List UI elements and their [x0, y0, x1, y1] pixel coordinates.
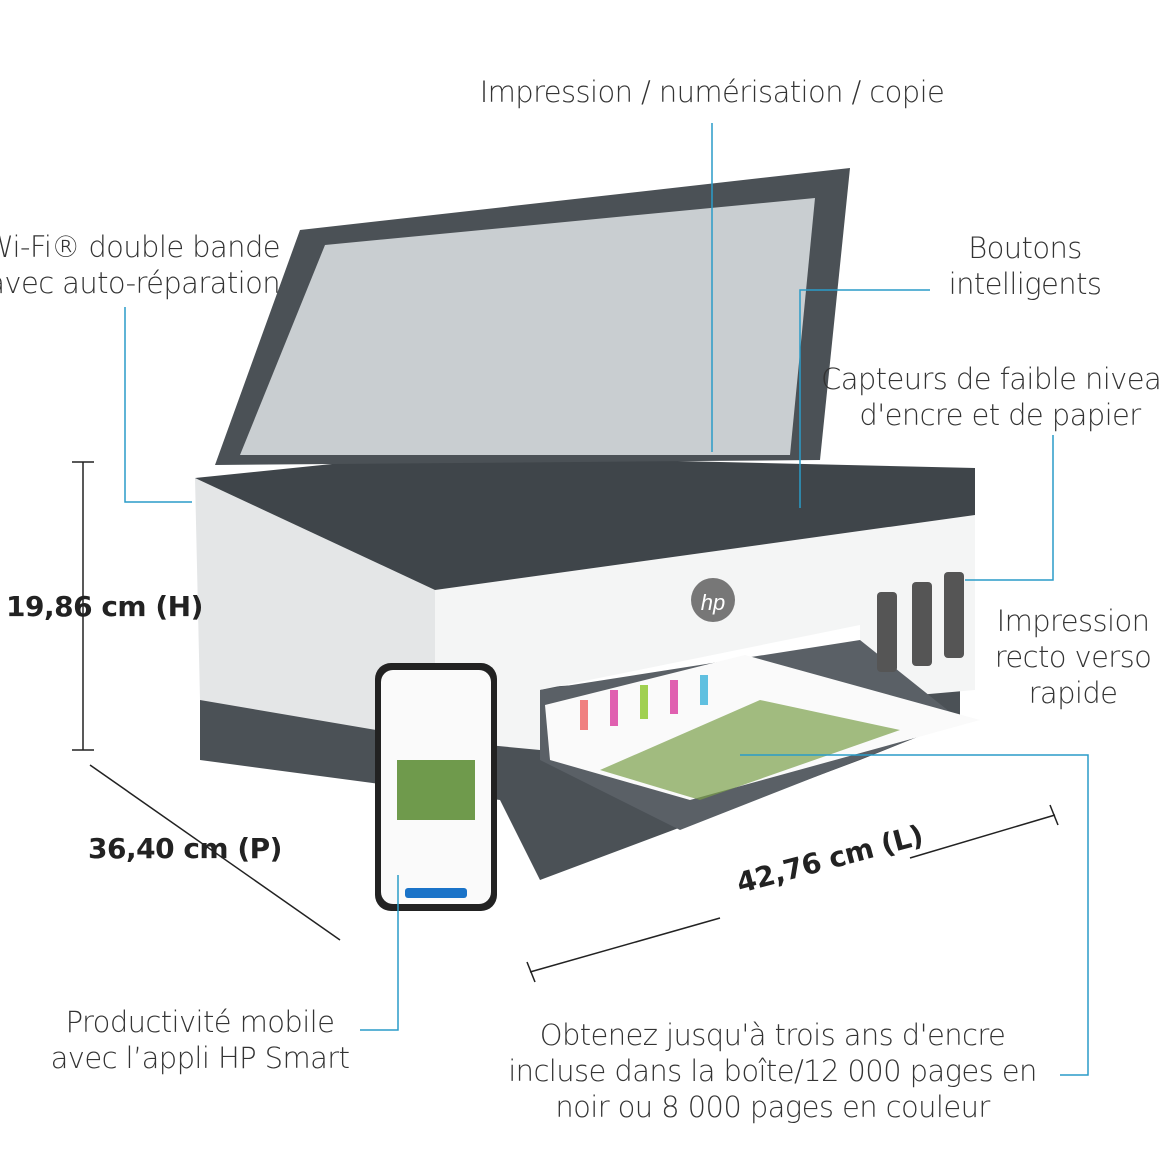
dimension-depth: 36,40 cm (P)	[88, 832, 282, 865]
hp-logo	[691, 578, 735, 622]
label-wifi-line: Wi-Fi® double bande	[0, 230, 281, 264]
label-line: incluse dans la boîte/12 000 pages en	[508, 1054, 1037, 1088]
ink-tank-color	[944, 572, 964, 658]
label-ink: Obtenez jusqu'à trois ans d'encre inclus…	[500, 1017, 1045, 1125]
label-line: avec l’appli HP Smart	[50, 1041, 350, 1075]
printer-top	[195, 455, 975, 590]
label-line: noir ou 8 000 pages en couleur	[555, 1090, 990, 1124]
label-print-scan-copy: Impression / numérisation / copie	[479, 75, 945, 109]
dimension-lines	[72, 461, 1059, 983]
scanner-glass	[240, 198, 815, 455]
label-wifi: Wi-Fi® double bande avec auto-réparation	[0, 229, 281, 301]
printer-front	[435, 515, 975, 750]
label-line: Obtenez jusqu'à trois ans d'encre	[539, 1018, 1006, 1052]
printer-body	[195, 478, 435, 740]
label-sensors: Capteurs de faible niveau d'encre et de …	[800, 361, 1160, 433]
label-smart-buttons: Boutons intelligents	[925, 230, 1125, 302]
page-photo	[600, 700, 900, 800]
label-line: recto verso	[994, 640, 1152, 674]
label-line: d'encre et de papier	[859, 398, 1141, 432]
label-line: rapide	[1028, 676, 1118, 710]
svg-text:hp: hp	[701, 590, 725, 615]
label-duplex: Impression recto verso rapide	[983, 603, 1160, 711]
ink-tank-color	[912, 582, 932, 666]
dimension-height: 19,86 cm (H)	[6, 590, 203, 623]
label-line: Productivité mobile	[65, 1005, 335, 1039]
label-line: Capteurs de faible niveau	[821, 362, 1160, 396]
label-line: Impression	[996, 604, 1150, 638]
label-wifi-line: avec auto-réparation	[0, 266, 281, 300]
label-line: Boutons	[968, 231, 1082, 265]
leader-lines	[124, 123, 1089, 1076]
label-line: intelligents	[948, 267, 1102, 301]
ink-tank-black	[877, 592, 897, 672]
page-chart	[580, 675, 708, 730]
label-mobile: Productivité mobile avec l’appli HP Smar…	[40, 1004, 360, 1076]
